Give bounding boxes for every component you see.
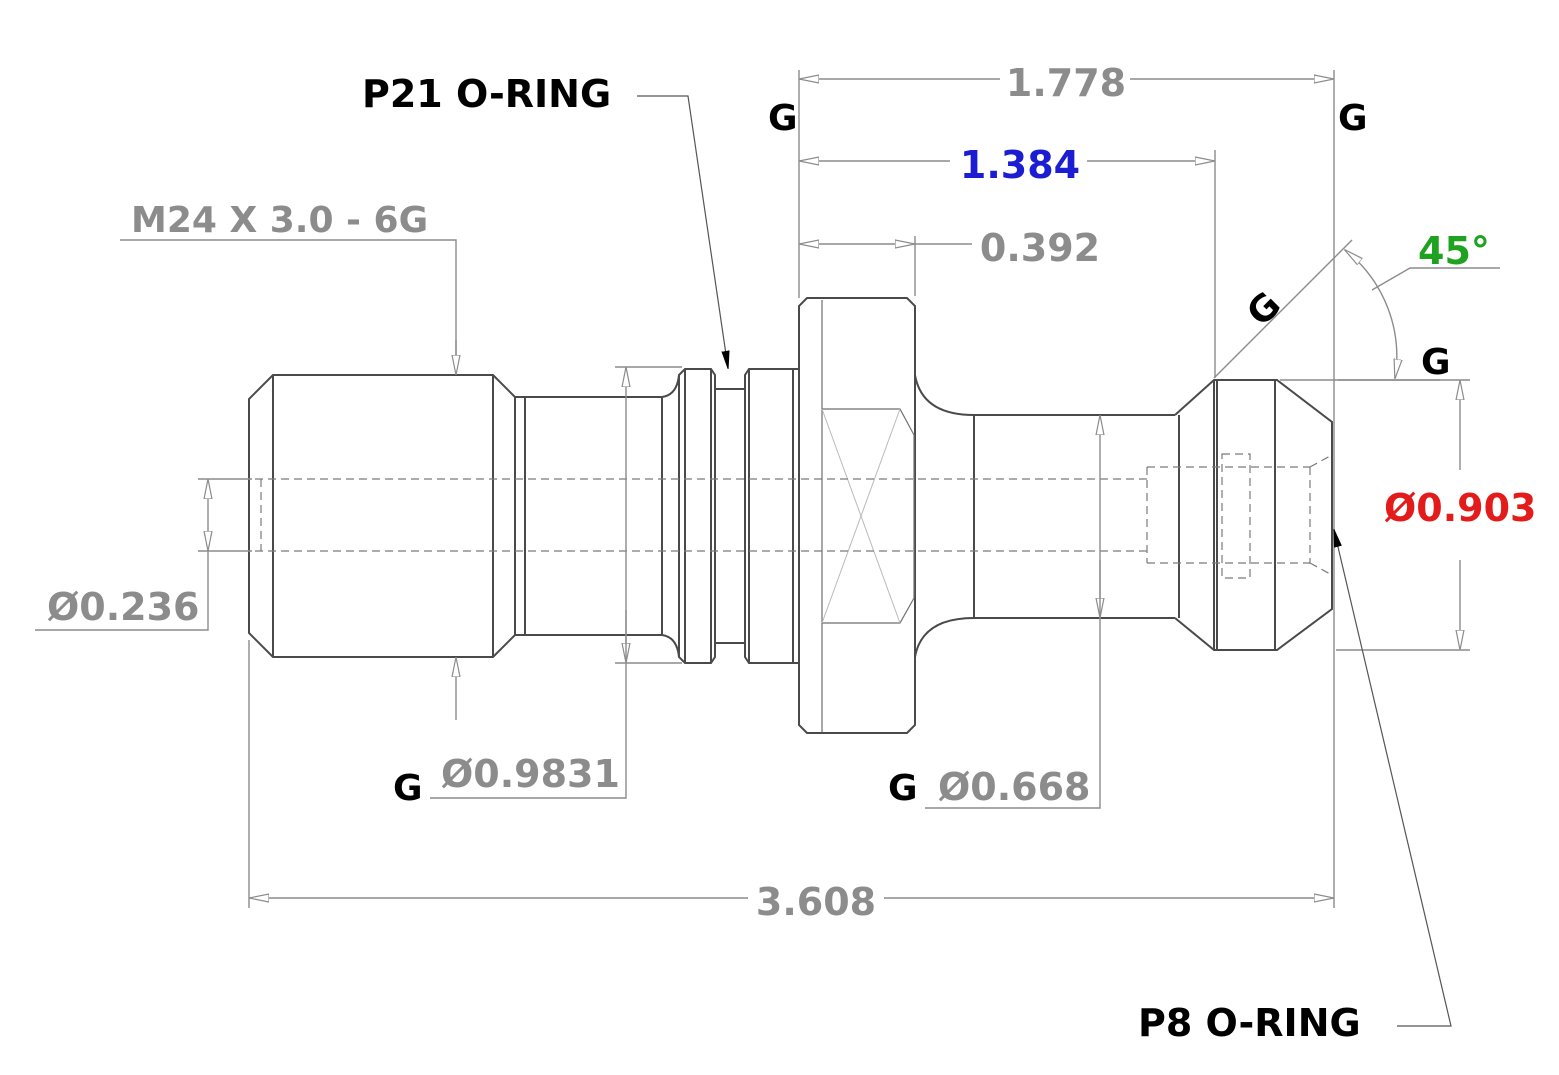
dim-text-0236: Ø0.236 [47,585,200,629]
dim-text-1778: 1.778 [1006,61,1126,105]
oring-groove-p21 [678,368,794,664]
neck-section [515,374,680,658]
flange [793,297,916,734]
dim-text-3608: 3.608 [756,880,876,924]
g-marker-chamfer: G [1239,284,1289,334]
g-marker-head: G [1421,342,1451,383]
p21-oring-label: P21 O-RING [362,72,611,116]
angle-arc-45 [1345,250,1397,378]
dim-text-1384: 1.384 [960,143,1080,187]
g-marker-top-left: G [768,98,798,139]
g-marker-09831: G [393,768,423,809]
p8-oring-label: P8 O-RING [1138,1001,1361,1045]
angle-text-45: 45° [1418,229,1490,273]
dim-text-0903: Ø0.903 [1384,486,1537,530]
thread-spec-label: M24 X 3.0 - 6G [131,200,428,241]
pull-stud-part [248,297,1333,734]
threaded-section [248,374,516,658]
dim-text-0392: 0.392 [980,226,1100,270]
dim-text-09831: Ø0.9831 [441,752,620,796]
g-marker-0668: G [888,768,918,809]
p21-leader [637,95,728,368]
shank [914,374,1175,658]
dim-text-0668: Ø0.668 [938,765,1091,809]
p8-leader [1334,530,1452,1027]
center-bore-hidden [255,453,1333,579]
thread-leader [120,239,457,373]
dimensions [35,70,1500,1027]
g-marker-top-right: G [1338,98,1368,139]
head [1174,379,1333,651]
labels: P21 O-RING P8 O-RING M24 X 3.0 - 6G 1.77… [47,61,1537,1045]
